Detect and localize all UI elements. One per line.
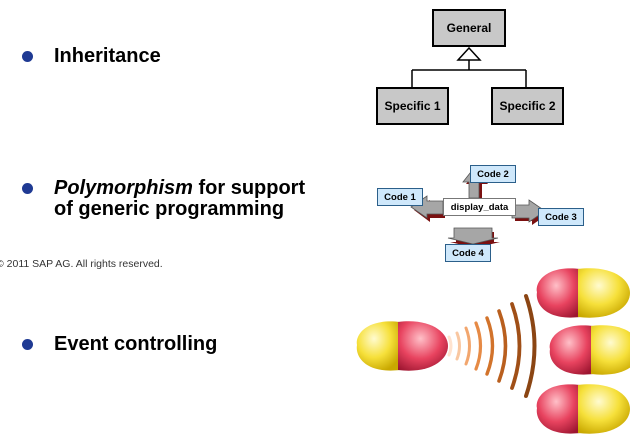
bullet-dot bbox=[22, 183, 33, 194]
bullet-events: Event controlling bbox=[22, 334, 217, 355]
bullet-events-text: Event controlling bbox=[54, 333, 218, 355]
polymorphism-rest-2: of generic programming bbox=[54, 198, 285, 220]
uml-class-specific-2: Specific 2 bbox=[491, 87, 564, 125]
code-box-2: Code 2 bbox=[470, 165, 516, 183]
uml-class-general: General bbox=[432, 9, 506, 47]
polymorphism-term: Polymorphism bbox=[54, 177, 193, 199]
receiver-capsule-2 bbox=[549, 325, 630, 375]
polymorphism-rest-1: for support bbox=[192, 177, 306, 199]
code-box-4: Code 4 bbox=[445, 244, 491, 262]
bullet-polymorphism: Polymorphism for support of generic prog… bbox=[22, 178, 305, 220]
bullet-dot bbox=[22, 51, 33, 62]
receiver-capsule-3 bbox=[536, 384, 630, 434]
sender-capsule bbox=[356, 321, 448, 371]
generalization-arrowhead bbox=[456, 46, 482, 61]
bullet-polymorphism-text: Polymorphism for support of generic prog… bbox=[54, 178, 305, 220]
bullet-inheritance-text: Inheritance bbox=[54, 45, 161, 67]
receiver-capsule-1 bbox=[536, 268, 630, 318]
event-waves bbox=[447, 294, 537, 398]
code-box-3: Code 3 bbox=[538, 208, 584, 226]
bullet-inheritance: Inheritance bbox=[22, 46, 161, 67]
arrow-down bbox=[447, 227, 499, 245]
code-box-1: Code 1 bbox=[377, 188, 423, 206]
polymorphism-center: display_data bbox=[443, 198, 516, 216]
copyright-text: © 2011 SAP AG. All rights reserved. bbox=[0, 258, 163, 270]
uml-class-specific-1: Specific 1 bbox=[376, 87, 449, 125]
bullet-dot bbox=[22, 339, 33, 350]
